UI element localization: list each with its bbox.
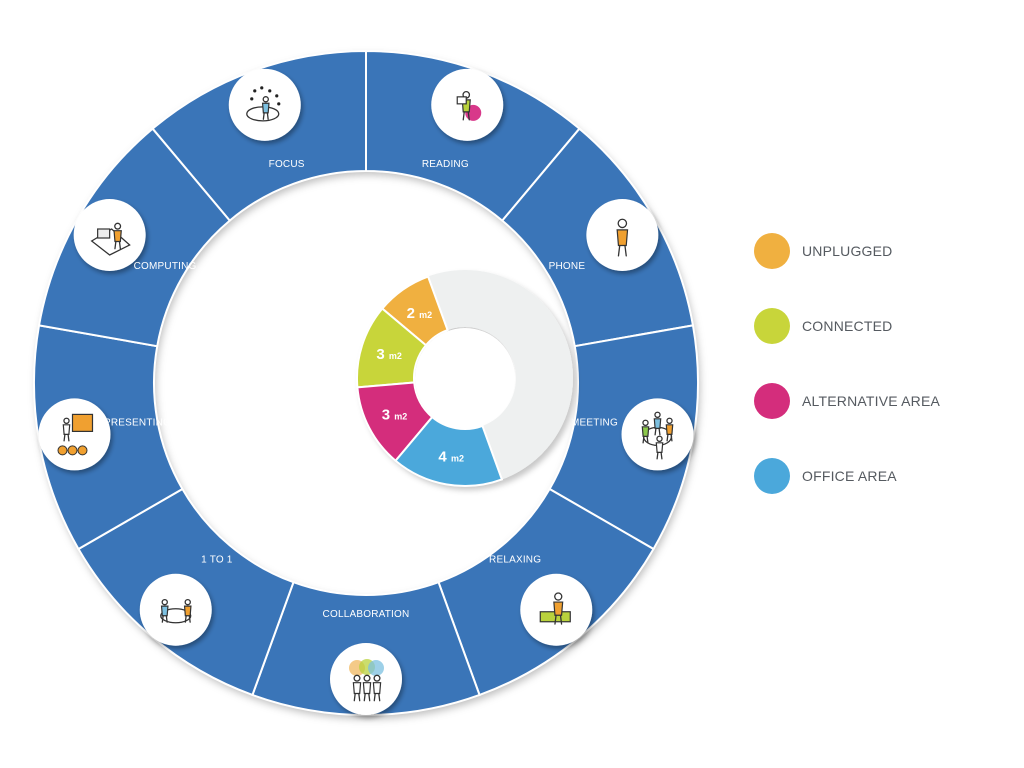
meeting-icon xyxy=(622,398,694,470)
donut-slice-unit: m2 xyxy=(394,412,407,422)
donut-slice-unit: m2 xyxy=(451,453,464,463)
legend-label: OFFICE AREA xyxy=(802,468,897,484)
legend-label: ALTERNATIVE AREA xyxy=(802,393,940,409)
wheel-segment-label: FOCUS xyxy=(269,159,305,170)
wheel-segment-label: MEETING xyxy=(571,417,618,428)
relaxing-icon xyxy=(520,574,592,646)
wheel-segment-label: COMPUTING xyxy=(134,261,197,272)
donut-slice-unit: m2 xyxy=(389,351,402,361)
phone-icon xyxy=(586,199,658,271)
donut-slice-value: 3 xyxy=(376,346,389,363)
wheel-segment-label: 1 TO 1 xyxy=(201,555,233,566)
legend-item-alternative-area: ALTERNATIVE AREA xyxy=(754,383,940,419)
legend-label: CONNECTED xyxy=(802,318,892,334)
legend-item-unplugged: UNPLUGGED xyxy=(754,233,892,269)
legend-swatch xyxy=(754,383,790,419)
donut-slice-value: 3 xyxy=(382,407,395,424)
focus-icon xyxy=(229,69,301,141)
wheel-segment-label: PRESENTING xyxy=(104,417,171,428)
wheel-segment-label: PHONE xyxy=(549,261,586,272)
collaboration-icon xyxy=(330,643,402,715)
donut-slice-unit: m2 xyxy=(419,310,432,320)
legend-item-connected: CONNECTED xyxy=(754,308,892,344)
area-donut-chart: 2 m23 m23 m24 m2 xyxy=(357,270,573,486)
legend-swatch xyxy=(754,233,790,269)
wheel-segment-label: RELAXING xyxy=(489,555,541,566)
donut-slice-value: 4 xyxy=(438,448,451,465)
legend-swatch xyxy=(754,458,790,494)
legend-label: UNPLUGGED xyxy=(802,243,892,259)
donut-slice-value: 2 xyxy=(407,305,420,322)
donut-hole xyxy=(415,328,515,428)
reading-icon xyxy=(431,69,503,141)
legend-swatch xyxy=(754,308,790,344)
one-to-one-icon xyxy=(140,574,212,646)
presenting-icon xyxy=(38,398,110,470)
wheel-segment-label: COLLABORATION xyxy=(323,609,410,620)
legend-item-office-area: OFFICE AREA xyxy=(754,458,897,494)
wheel-segment-label: READING xyxy=(422,159,469,170)
